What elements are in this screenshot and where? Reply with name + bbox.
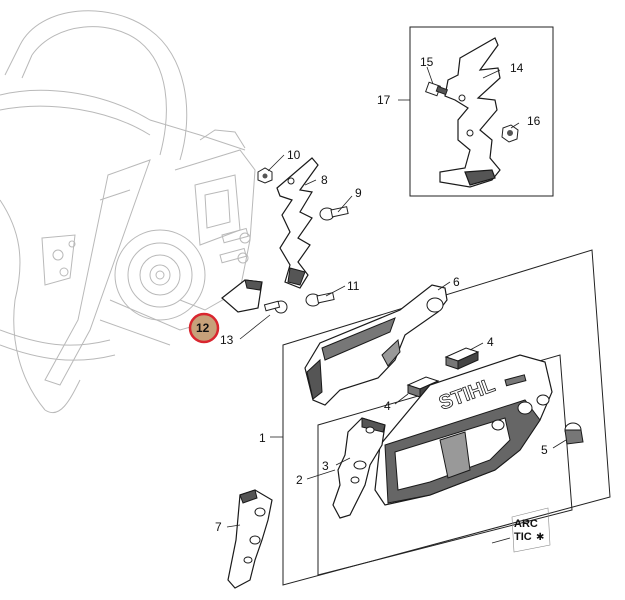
svg-text:ARC: ARC: [514, 518, 538, 530]
callout-3: 3: [322, 459, 329, 473]
chainsaw-body-ghost: [0, 10, 256, 413]
callout-2: 2: [296, 473, 303, 487]
tensioner-part-3[interactable]: [332, 417, 386, 519]
highlighted-callout-12[interactable]: [188, 312, 220, 344]
callout-15: 15: [420, 55, 434, 69]
callout-17: 17: [377, 93, 391, 107]
arctic-sticker: ARC TIC ✱: [511, 507, 551, 553]
callout-11: 11: [347, 279, 360, 293]
svg-text:✱: ✱: [536, 532, 544, 543]
washer-10-icon[interactable]: [257, 167, 273, 184]
sprocket-cover-body[interactable]: STIHL: [374, 354, 553, 506]
chain-guide-cover-6[interactable]: [304, 284, 448, 406]
screw-9-icon[interactable]: [319, 206, 349, 221]
nut-16-icon[interactable]: [501, 124, 519, 143]
callout-13: 13: [220, 333, 234, 347]
chain-catcher-8[interactable]: [276, 157, 319, 289]
callout-7: 7: [215, 520, 222, 534]
callout-labels: 1 2 3 4 4 5 6 7 8 9 10 11 12 13 14 15 16…: [196, 55, 548, 534]
callout-12: 12: [196, 321, 210, 335]
nut-5-icon[interactable]: [564, 422, 584, 445]
bolt-15-icon[interactable]: [425, 81, 449, 97]
plate-12-icon[interactable]: [221, 279, 263, 313]
screw-13-icon[interactable]: [263, 300, 288, 314]
callout-16: 16: [527, 114, 541, 128]
slider-4a-icon[interactable]: [444, 347, 480, 370]
callout-8: 8: [321, 173, 328, 187]
callout-10: 10: [287, 148, 301, 162]
part-7[interactable]: [227, 489, 273, 589]
callout-6: 6: [453, 275, 460, 289]
svg-text:TIC: TIC: [514, 531, 532, 543]
callout-4b: 4: [384, 399, 391, 413]
screw-11-icon[interactable]: [305, 292, 335, 307]
callout-1: 1: [259, 431, 266, 445]
callout-14: 14: [510, 61, 524, 75]
callout-9: 9: [355, 186, 362, 200]
callout-4a: 4: [487, 335, 494, 349]
callout-5: 5: [541, 443, 548, 457]
chain-catcher-inset: [398, 26, 554, 197]
chain-catcher-bracket[interactable]: [439, 37, 501, 188]
